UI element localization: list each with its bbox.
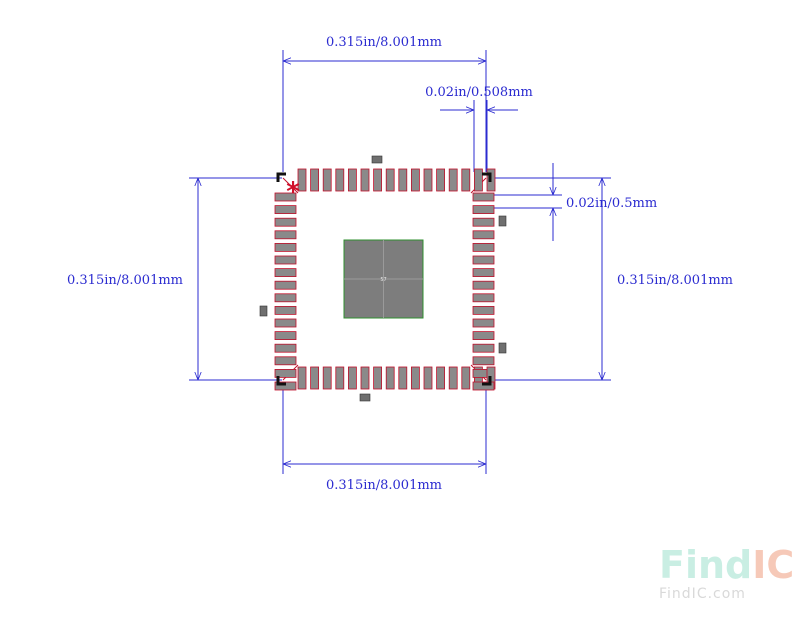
pad-right bbox=[472, 293, 495, 303]
pad-right bbox=[472, 217, 495, 227]
pad-left bbox=[274, 356, 297, 366]
pad-top bbox=[360, 168, 370, 192]
pad-top bbox=[322, 168, 332, 192]
pitch-label: 0.02in/0.5mm bbox=[566, 196, 657, 211]
pad-bottom bbox=[322, 366, 332, 390]
pad-bottom bbox=[297, 366, 307, 390]
pad-bottom bbox=[448, 366, 458, 390]
pad-top bbox=[461, 168, 471, 192]
top-width-label: 0.315in/8.001mm bbox=[326, 35, 442, 50]
pad-bottom bbox=[335, 366, 345, 390]
pad-top bbox=[373, 168, 383, 192]
pad-bottom bbox=[423, 366, 433, 390]
pad-left bbox=[274, 368, 297, 378]
pad-bottom bbox=[373, 366, 383, 390]
pad-right bbox=[472, 280, 495, 290]
pad-top bbox=[297, 168, 307, 192]
pad-top bbox=[385, 168, 395, 192]
pad-left bbox=[274, 318, 297, 328]
pad-bottom bbox=[360, 366, 370, 390]
marker-left bbox=[259, 305, 268, 317]
pad-left bbox=[274, 343, 297, 353]
pad-right bbox=[472, 268, 495, 278]
pad-left bbox=[274, 381, 297, 391]
pad-left bbox=[274, 305, 297, 315]
left-height-label: 0.315in/8.001mm bbox=[67, 273, 183, 288]
pad-right bbox=[472, 381, 495, 391]
watermark-url: FindIC.com bbox=[659, 586, 746, 602]
pad-width-label: 0.02in/0.508mm bbox=[425, 85, 533, 100]
pad-left bbox=[274, 331, 297, 341]
pad-left bbox=[274, 192, 297, 202]
pad-right bbox=[472, 255, 495, 265]
pad-bottom bbox=[398, 366, 408, 390]
corner-mark-tr bbox=[482, 172, 492, 182]
pad-right bbox=[472, 318, 495, 328]
pad-top bbox=[347, 168, 357, 192]
pad-right bbox=[472, 205, 495, 215]
pad-bottom bbox=[385, 366, 395, 390]
watermark-find: Find bbox=[659, 543, 752, 587]
marker-right-top bbox=[498, 215, 507, 227]
body-corner-marks bbox=[276, 172, 492, 386]
pad-top bbox=[410, 168, 420, 192]
pad-array bbox=[274, 168, 496, 391]
pad-bottom bbox=[310, 366, 320, 390]
pad-right bbox=[472, 230, 495, 240]
pad-left bbox=[274, 242, 297, 252]
pad-left bbox=[274, 293, 297, 303]
corner-mark-tl bbox=[276, 172, 286, 182]
pad-left bbox=[274, 268, 297, 278]
bottom-width-label: 0.315in/8.001mm bbox=[326, 478, 442, 493]
pad-right bbox=[472, 343, 495, 353]
pad-right bbox=[472, 331, 495, 341]
pad-right bbox=[472, 242, 495, 252]
pad-bottom bbox=[410, 366, 420, 390]
dimension-lines bbox=[189, 50, 611, 474]
pad-bottom bbox=[436, 366, 446, 390]
pad-left bbox=[274, 217, 297, 227]
right-height-label: 0.315in/8.001mm bbox=[617, 273, 733, 288]
watermark-ic: IC bbox=[752, 543, 794, 587]
watermark: FindIC FindIC.com bbox=[659, 543, 794, 602]
svg-text:FindIC: FindIC bbox=[659, 543, 794, 587]
pin1-marker-icon: * bbox=[286, 177, 300, 207]
pad-bottom bbox=[347, 366, 357, 390]
pad-top bbox=[473, 168, 483, 192]
pad-right bbox=[472, 356, 495, 366]
marker-bottom bbox=[359, 393, 371, 402]
pad-left bbox=[274, 280, 297, 290]
pad-bottom bbox=[461, 366, 471, 390]
thermal-pad: 57 bbox=[343, 239, 424, 319]
marker-top bbox=[371, 155, 383, 164]
corner-mark-bl bbox=[276, 376, 286, 386]
pad-top bbox=[436, 168, 446, 192]
pad-top bbox=[335, 168, 345, 192]
pad-left bbox=[274, 255, 297, 265]
pad-top bbox=[448, 168, 458, 192]
thermal-pad-label: 57 bbox=[380, 277, 386, 283]
pad-left bbox=[274, 205, 297, 215]
pad-top bbox=[398, 168, 408, 192]
pad-right bbox=[472, 305, 495, 315]
fiducial-markers bbox=[259, 155, 507, 402]
pad-top bbox=[423, 168, 433, 192]
marker-right-bottom bbox=[498, 342, 507, 354]
pad-right bbox=[472, 192, 495, 202]
pad-left bbox=[274, 230, 297, 240]
corner-mark-br bbox=[482, 376, 492, 386]
pad-top bbox=[310, 168, 320, 192]
